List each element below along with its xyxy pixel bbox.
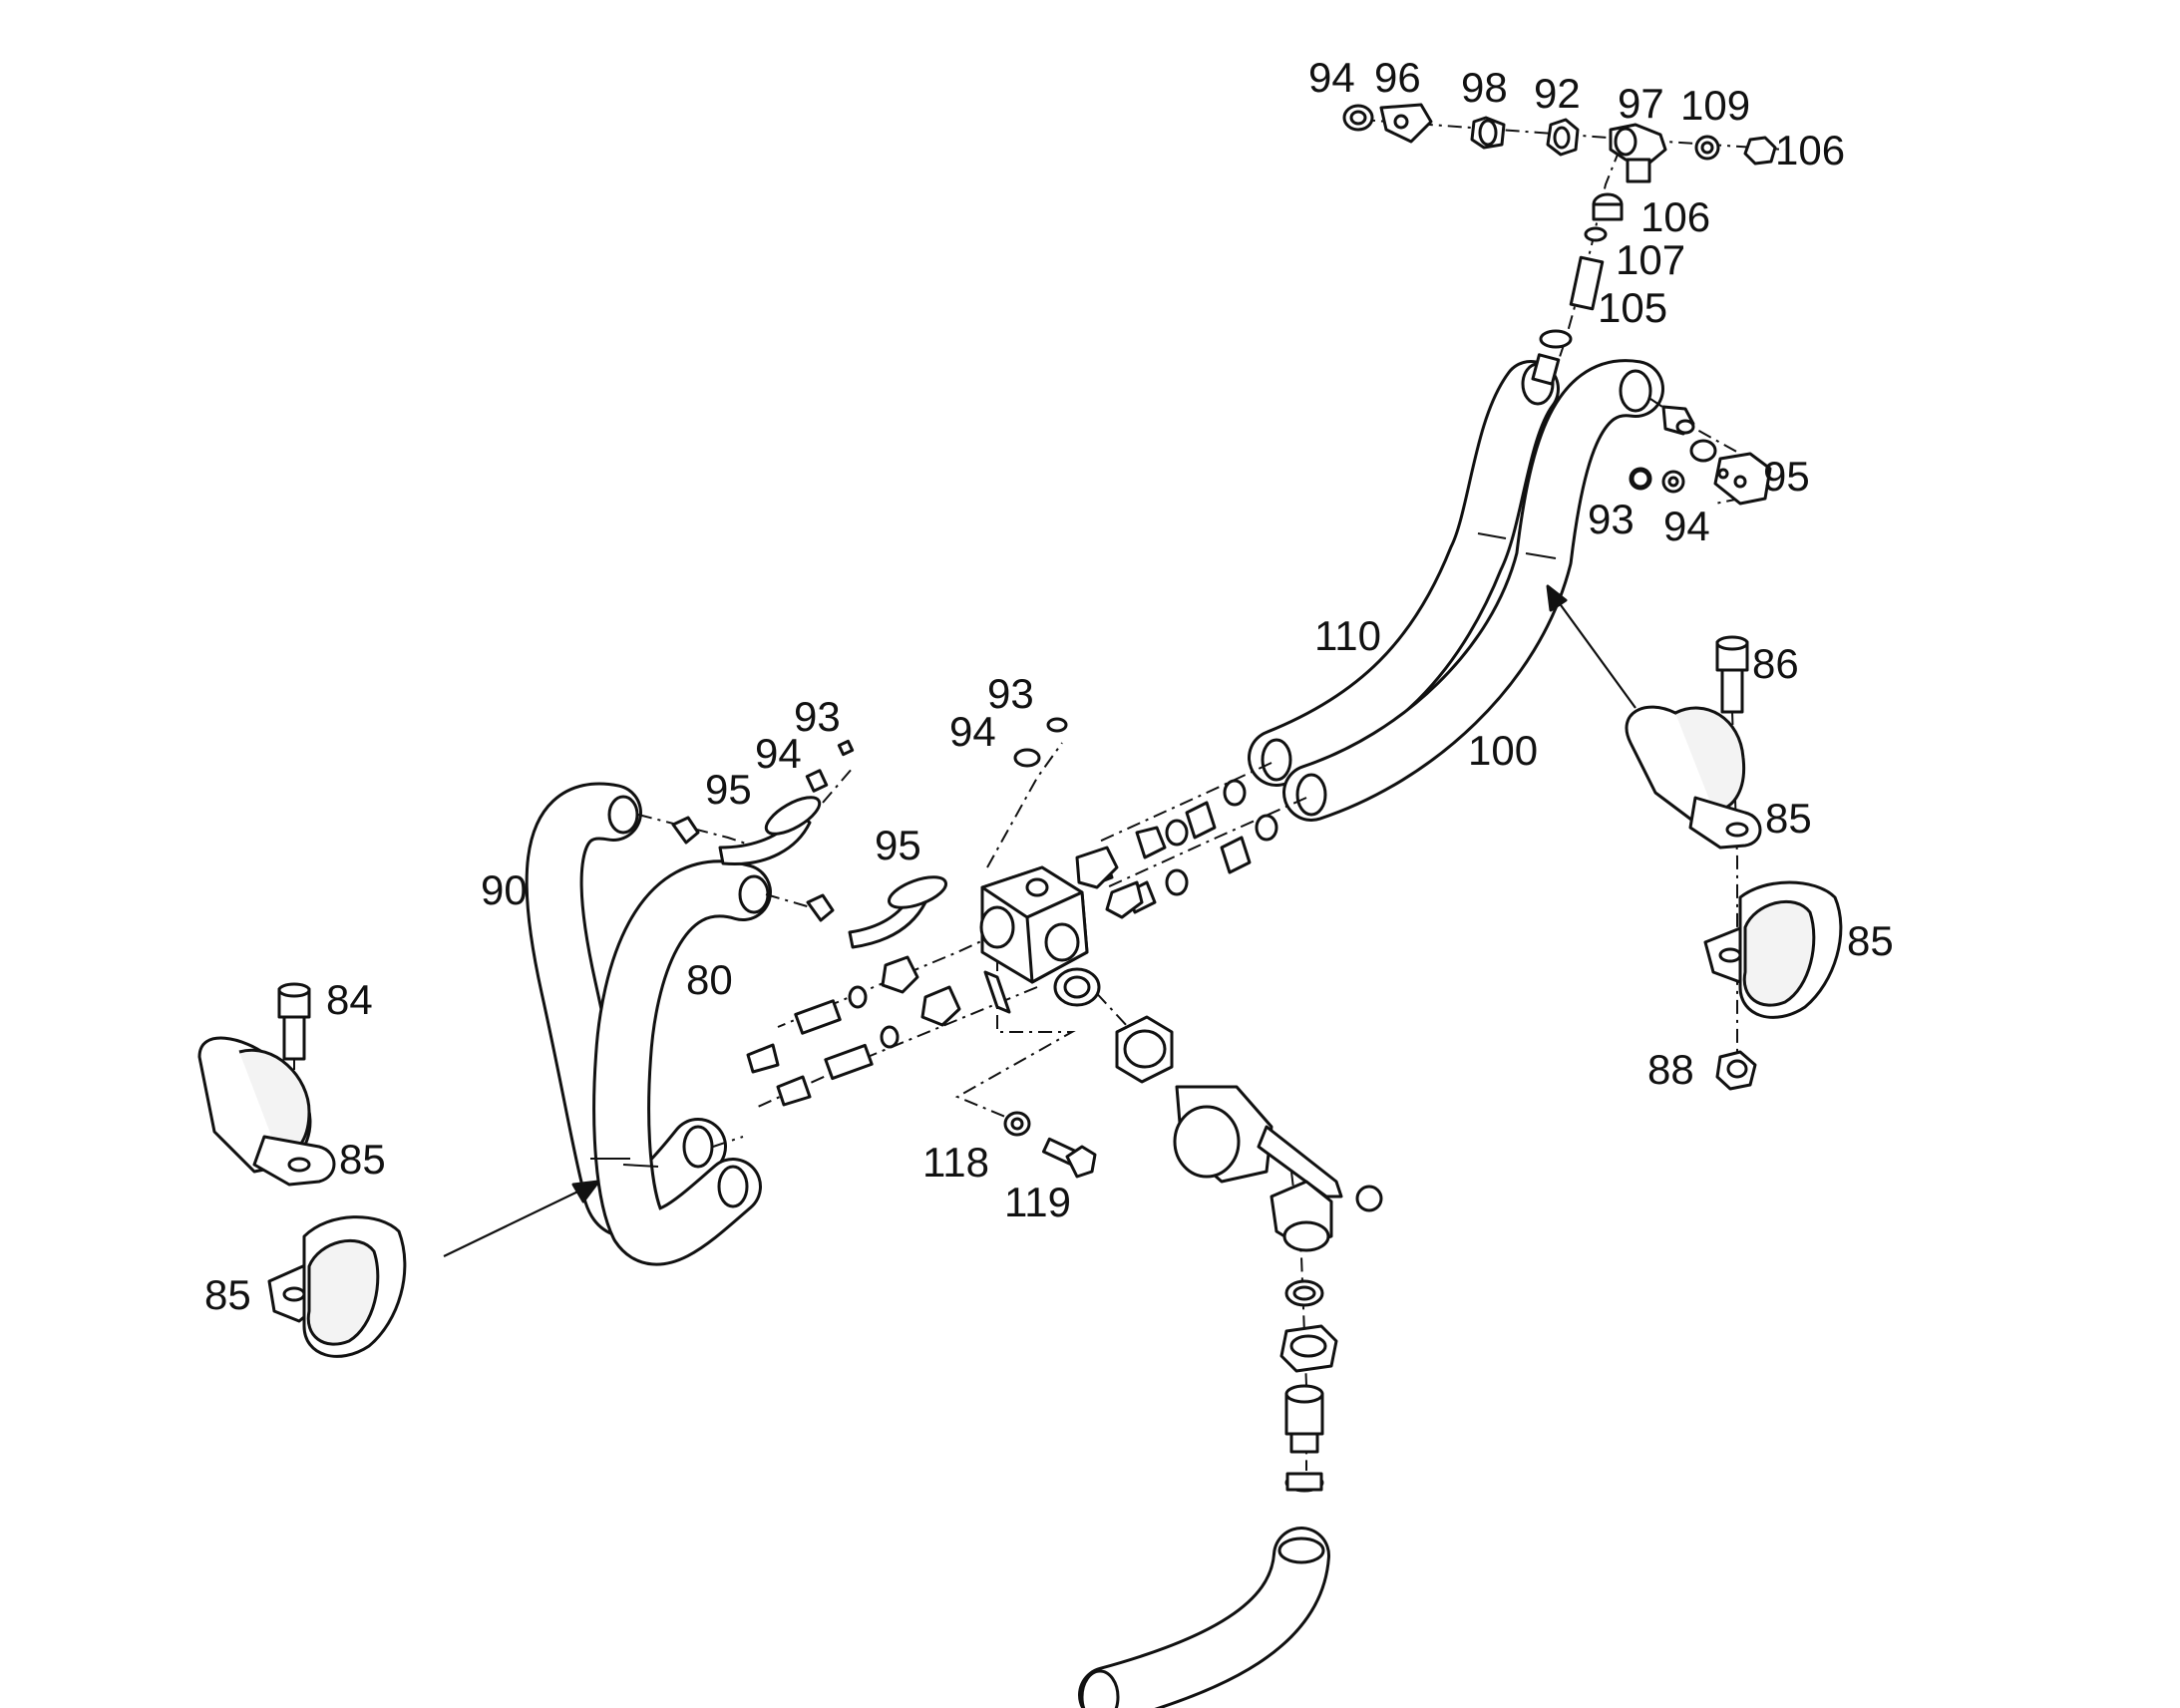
callout-97: 97 bbox=[1618, 80, 1664, 127]
top-fitting-assembly bbox=[1342, 103, 1777, 386]
callout-85-right-a: 85 bbox=[1765, 795, 1812, 842]
callout-85-right-b: 85 bbox=[1847, 917, 1894, 964]
callout-106-top: 106 bbox=[1775, 127, 1845, 173]
clamp-arrows bbox=[443, 584, 1636, 1257]
callout-96: 96 bbox=[1374, 54, 1421, 101]
connector-chain-left bbox=[746, 955, 961, 1107]
washer-118-bolt-119 bbox=[1003, 1111, 1097, 1179]
nut-88 bbox=[1715, 1050, 1757, 1091]
callout-110: 110 bbox=[1314, 612, 1381, 659]
screw-84 bbox=[277, 982, 311, 1061]
callout-94: 94 bbox=[1308, 54, 1355, 101]
right-fitting-assembly bbox=[1629, 405, 1772, 506]
connector-chain-upper bbox=[1075, 779, 1247, 889]
callout-105: 105 bbox=[1598, 284, 1667, 331]
fitting-95-b bbox=[806, 717, 1068, 949]
connector-chain-lower bbox=[1105, 814, 1278, 919]
callout-93-mid-b: 93 bbox=[987, 670, 1034, 717]
callout-84: 84 bbox=[326, 976, 373, 1023]
hose-80 bbox=[590, 859, 772, 1266]
callout-118: 118 bbox=[922, 1139, 989, 1186]
p-clamp-left-lower bbox=[267, 1215, 407, 1358]
callout-94-mid-b: 94 bbox=[949, 708, 996, 755]
callout-93-mid-a: 93 bbox=[794, 693, 841, 740]
screw-86 bbox=[1715, 635, 1749, 714]
callout-labels: 94 96 98 92 97 109 106 106 107 105 95 93… bbox=[204, 54, 1894, 1318]
p-clamp-right-upper bbox=[1625, 705, 1762, 850]
callout-106-mid: 106 bbox=[1640, 193, 1710, 240]
callout-95-mid-b: 95 bbox=[875, 822, 921, 868]
callout-86: 86 bbox=[1752, 640, 1799, 687]
callout-95-right: 95 bbox=[1763, 453, 1810, 500]
callout-94-mid-a: 94 bbox=[755, 730, 802, 777]
fitting-95-a bbox=[671, 739, 855, 866]
callout-94-right: 94 bbox=[1663, 503, 1710, 549]
p-clamp-left-upper bbox=[197, 1036, 336, 1187]
hose-bottom bbox=[1078, 1527, 1330, 1708]
assembly-center-lines bbox=[293, 119, 1786, 1471]
valve-block bbox=[979, 865, 1101, 1014]
callout-109: 109 bbox=[1680, 82, 1750, 129]
callout-93-right: 93 bbox=[1588, 496, 1635, 542]
callout-107: 107 bbox=[1616, 236, 1685, 283]
ball-valve-assembly bbox=[1115, 1015, 1383, 1493]
callout-119: 119 bbox=[1004, 1179, 1071, 1225]
callout-100: 100 bbox=[1468, 727, 1538, 774]
hose-110 bbox=[1248, 360, 1560, 787]
callout-92: 92 bbox=[1534, 70, 1581, 117]
callout-85-left-b: 85 bbox=[204, 1271, 251, 1318]
p-clamp-right-lower bbox=[1703, 880, 1843, 1019]
callout-88: 88 bbox=[1647, 1046, 1694, 1093]
callout-85-left-a: 85 bbox=[339, 1136, 386, 1183]
hose-ferrules bbox=[607, 362, 1652, 1564]
callout-90: 90 bbox=[481, 866, 528, 913]
callout-80: 80 bbox=[686, 956, 733, 1003]
callout-95-mid-a: 95 bbox=[705, 766, 752, 813]
hose-100 bbox=[1282, 359, 1664, 822]
callout-98: 98 bbox=[1461, 64, 1508, 111]
